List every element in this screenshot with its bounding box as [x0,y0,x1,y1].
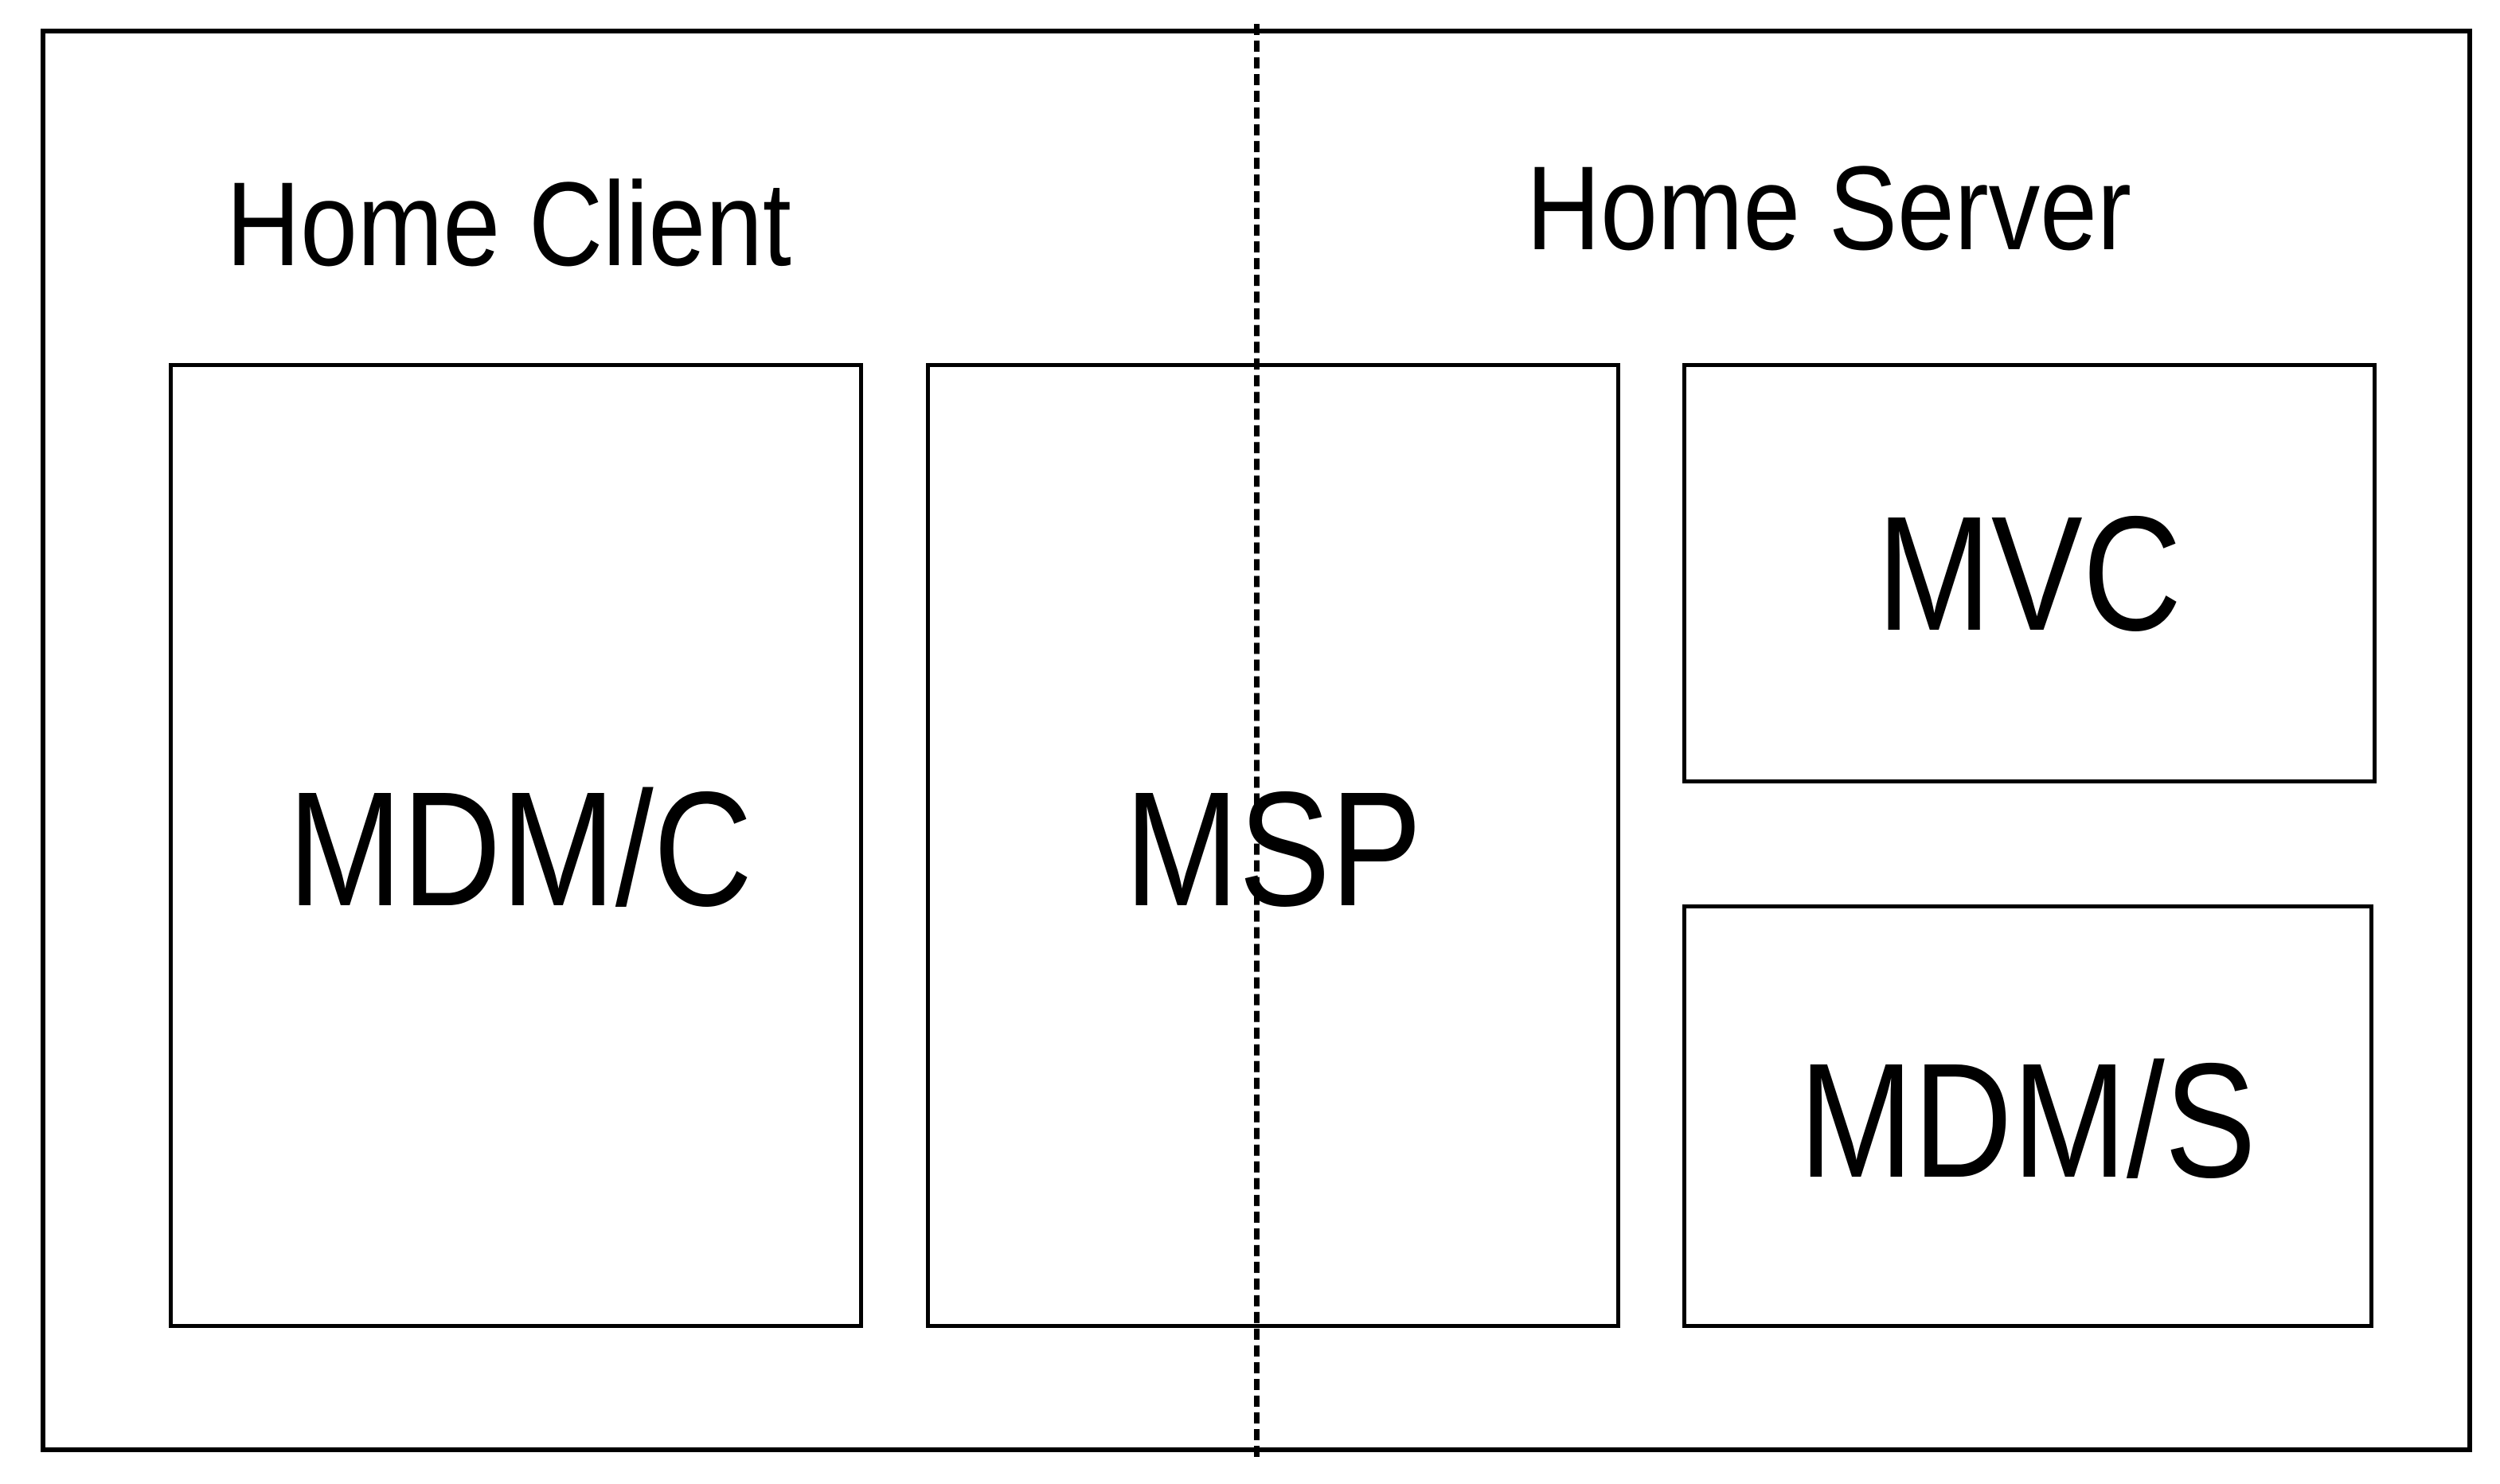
mdm-s-box: MDM/S [1682,904,2373,1328]
mdm-c-box: MDM/C [169,363,863,1328]
home-server-label: Home Server [1526,141,2131,275]
mvc-box: MVC [1682,363,2377,783]
mvc-label: MVC [1877,482,2182,665]
client-server-divider [1254,24,1260,1457]
msp-label: MSP [1124,757,1422,940]
msp-box: MSP [926,363,1620,1328]
home-client-label: Home Client [226,157,791,291]
mdm-c-label: MDM/C [287,757,752,940]
mdm-s-label: MDM/S [1799,1029,2256,1212]
